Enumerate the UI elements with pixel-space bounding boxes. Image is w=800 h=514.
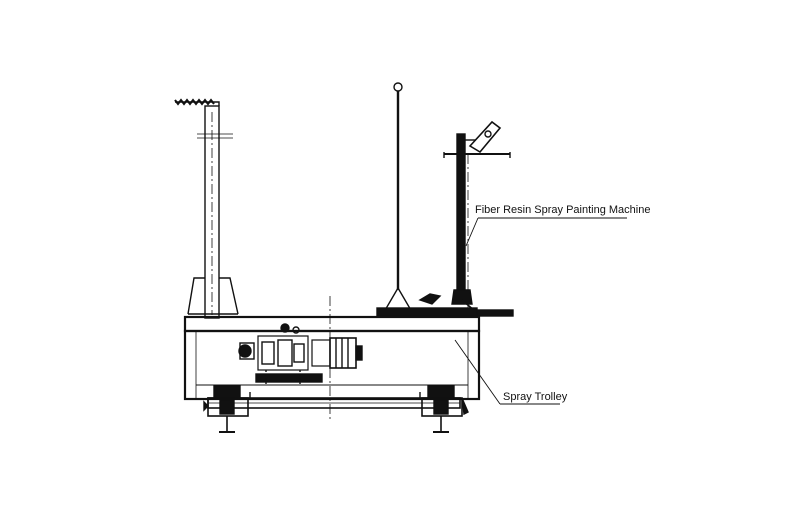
top-tray: [376, 293, 514, 317]
left-mast: [174, 98, 239, 319]
pump-motor: [238, 323, 363, 385]
center-pole: [380, 82, 418, 313]
trolley-leader-line: [454, 339, 560, 405]
right-wheel: [421, 385, 469, 433]
spray-machine: [443, 120, 511, 313]
trolley-frame: [183, 296, 481, 420]
label-fiber-resin-spray-painting-machine: Fiber Resin Spray Painting Machine: [475, 204, 651, 216]
machine-leader-line: [465, 217, 627, 247]
label-spray-trolley: Spray Trolley: [503, 391, 568, 403]
left-wheel: [203, 385, 249, 433]
